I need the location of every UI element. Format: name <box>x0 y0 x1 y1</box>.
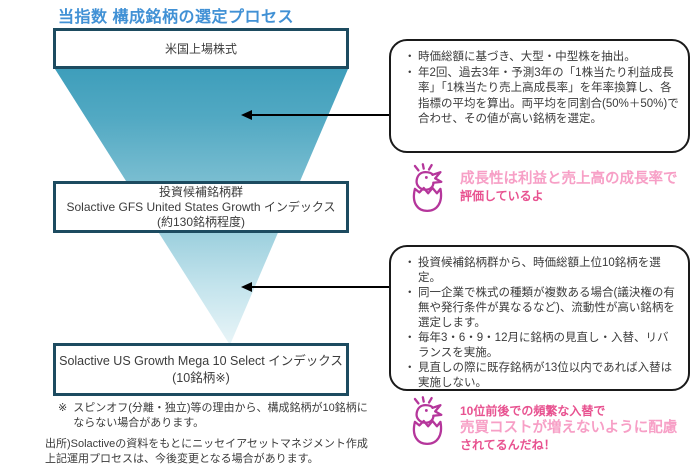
footnote-marker: ※ <box>58 402 68 414</box>
stage2-line3: (約130銘柄程度) <box>156 214 245 229</box>
footnote-line2: ならない場合があります。 <box>73 416 205 429</box>
bubble2-line2: 売買コストが増えないように配慮 <box>460 420 678 436</box>
bubble2-line1: 10位前後での頻繁な入替で <box>460 404 606 418</box>
callout-selection-criteria: 時価総額に基づき、大型・中型株を抽出。 年2回、過去3年・予測3年の「1株当たり… <box>389 39 690 153</box>
page-title: 当指数 構成銘柄の選定プロセス <box>58 9 294 26</box>
callout1-bullet-list: 時価総額に基づき、大型・中型株を抽出。 年2回、過去3年・予測3年の「1株当たり… <box>404 50 679 128</box>
hatching-chick-icon <box>407 163 451 218</box>
source-line2: 上記運用プロセスは、今後変更となる場合があります。 <box>45 452 319 465</box>
callout-top10-rules: 投資候補銘柄群から、時価総額上位10銘柄を選定。 同一企業で株式の種類が複数ある… <box>389 245 690 391</box>
source-note: 出所)Solactiveの資料をもとにニッセイアセットマネジメント作成 上記運用… <box>45 437 368 466</box>
chick-comment-growth: 成長性は利益と売上高の成長率で 評価しているよ <box>407 163 678 218</box>
bubble2-line3: されてるんだね！ <box>460 438 556 452</box>
stage1-label: 米国上場株式 <box>164 42 237 56</box>
stage2-line1: 投資候補銘柄群 <box>158 184 243 199</box>
funnel-stage-mega10-index: Solactive US Growth Mega 10 Select インデック… <box>53 343 349 396</box>
callout1-bullet: 年2回、過去3年・予測3年の「1株当たり利益成長率」「1株当たり売上高成長率」を… <box>404 66 679 128</box>
footnote-line1: スピンオフ(分離・独立)等の理由から、構成銘柄が10銘柄に <box>73 402 368 414</box>
stage2-line2: Solactive GFS United States Growth インデック… <box>66 199 336 214</box>
bubble1-line2: 評価しているよ <box>460 189 544 203</box>
source-line1: 出所)Solactiveの資料をもとにニッセイアセットマネジメント作成 <box>45 438 368 450</box>
footnote-spinoff: ※ スピンオフ(分離・独立)等の理由から、構成銘柄が10銘柄に ならない場合があ… <box>58 401 368 430</box>
callout2-bullet-list: 投資候補銘柄群から、時価総額上位10銘柄を選定。 同一企業で株式の種類が複数ある… <box>404 256 679 391</box>
callout2-bullet: 投資候補銘柄群から、時価総額上位10銘柄を選定。 <box>404 256 679 286</box>
footnote-text: スピンオフ(分離・独立)等の理由から、構成銘柄が10銘柄に ならない場合がありま… <box>73 401 368 430</box>
callout2-bullet: 同一企業で株式の種類が複数ある場合(議決権の有無や発行条件が異なるなど)、流動性… <box>404 286 679 331</box>
stage3-line2: (10銘柄※) <box>172 370 230 385</box>
bubble1-line1: 成長性は利益と売上高の成長率で <box>460 171 678 187</box>
chick-comment-growth-text: 成長性は利益と売上高の成長率で 評価しているよ <box>460 163 678 204</box>
callout1-bullet: 時価総額に基づき、大型・中型株を抽出。 <box>404 50 679 66</box>
callout2-bullet: 毎年3・6・9・12月に銘柄の見直し・入替、リバランスを実施。 <box>404 331 679 361</box>
funnel-stage-us-listed-stocks: 米国上場株式 <box>53 28 349 69</box>
stage3-line1: Solactive US Growth Mega 10 Select インデック… <box>59 354 343 368</box>
chick-comment-turnover: 10位前後での頻繁な入替で 売買コストが増えないように配慮 されてるんだね！ <box>407 396 677 453</box>
hatching-chick-icon <box>407 396 451 451</box>
funnel-stage-candidate-universe: 投資候補銘柄群 Solactive GFS United States Grow… <box>53 181 349 233</box>
arrow-callout1-to-funnel <box>241 110 389 119</box>
arrow-callout2-to-funnel <box>241 282 389 291</box>
chick-comment-turnover-text: 10位前後での頻繁な入替で 売買コストが増えないように配慮 されてるんだね！ <box>460 396 677 453</box>
callout2-bullet: 見直しの際に既存銘柄が13位以内であれば入替は実施しない。 <box>404 361 679 391</box>
